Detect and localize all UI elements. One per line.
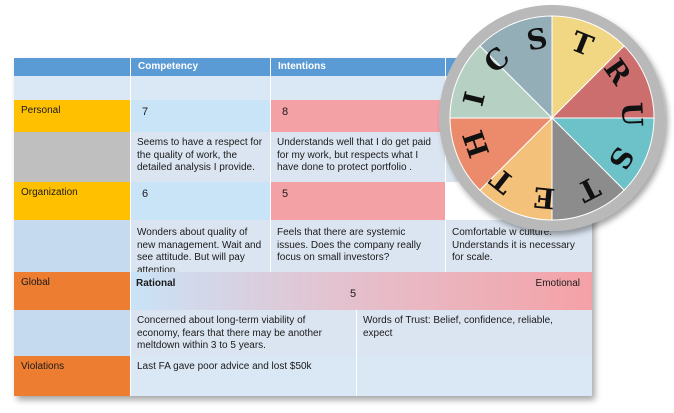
rational-emotional-scale: Rational 5 Emotional	[130, 272, 592, 310]
wheel-wedge	[479, 15, 553, 120]
wheel-wedge	[551, 15, 625, 120]
organization-intentions-score: 5	[270, 182, 445, 220]
organization-competency-note: Wonders about quality of new management.…	[130, 220, 270, 272]
wheel-wedge	[550, 117, 655, 191]
wheel-letter: U	[615, 102, 649, 128]
column-divider	[130, 58, 131, 396]
personal-competency-score: 7	[130, 100, 270, 132]
words-of-trust: Words of Trust: Belief, confidence, reli…	[356, 310, 592, 356]
column-divider	[445, 58, 446, 272]
row-label-organization: Organization	[14, 182, 130, 220]
wheel-wedge	[479, 116, 553, 221]
row-label-global: Global	[14, 272, 130, 310]
column-divider	[270, 58, 271, 272]
personal-intentions-note: Understands well that I do get paid for …	[270, 132, 445, 182]
personal-competency-note: Seems to have a respect for the quality …	[130, 132, 270, 182]
wheel-wedge	[551, 116, 625, 221]
wheel-wedge	[449, 45, 554, 119]
rational-label: Rational	[136, 278, 176, 289]
global-competency-note: Concerned about long-term viability of e…	[130, 310, 356, 356]
global-score: 5	[350, 288, 357, 300]
header-blank	[14, 58, 130, 76]
row-label-violations: Violations	[14, 356, 130, 396]
wheel-wedge	[550, 45, 655, 119]
organization-competency-score: 6	[130, 182, 270, 220]
wheel-wedge	[449, 117, 554, 191]
violations-empty	[356, 356, 592, 396]
row-label-global-notes	[14, 310, 130, 356]
row-label-personal-notes	[14, 132, 130, 182]
personal-intentions-score: 8	[270, 100, 445, 132]
violations-text: Last FA gave poor advice and lost $50k	[130, 356, 356, 396]
row-label-organization-notes	[14, 220, 130, 272]
organization-intentions-note: Feels that there are systemic issues. Do…	[270, 220, 445, 272]
header-intentions: Intentions	[270, 58, 445, 76]
emotional-label: Emotional	[535, 278, 580, 289]
header-competency: Competency	[130, 58, 270, 76]
wheel-letter: E	[532, 180, 556, 215]
row-label-personal: Personal	[14, 100, 130, 132]
column-divider	[356, 310, 357, 396]
